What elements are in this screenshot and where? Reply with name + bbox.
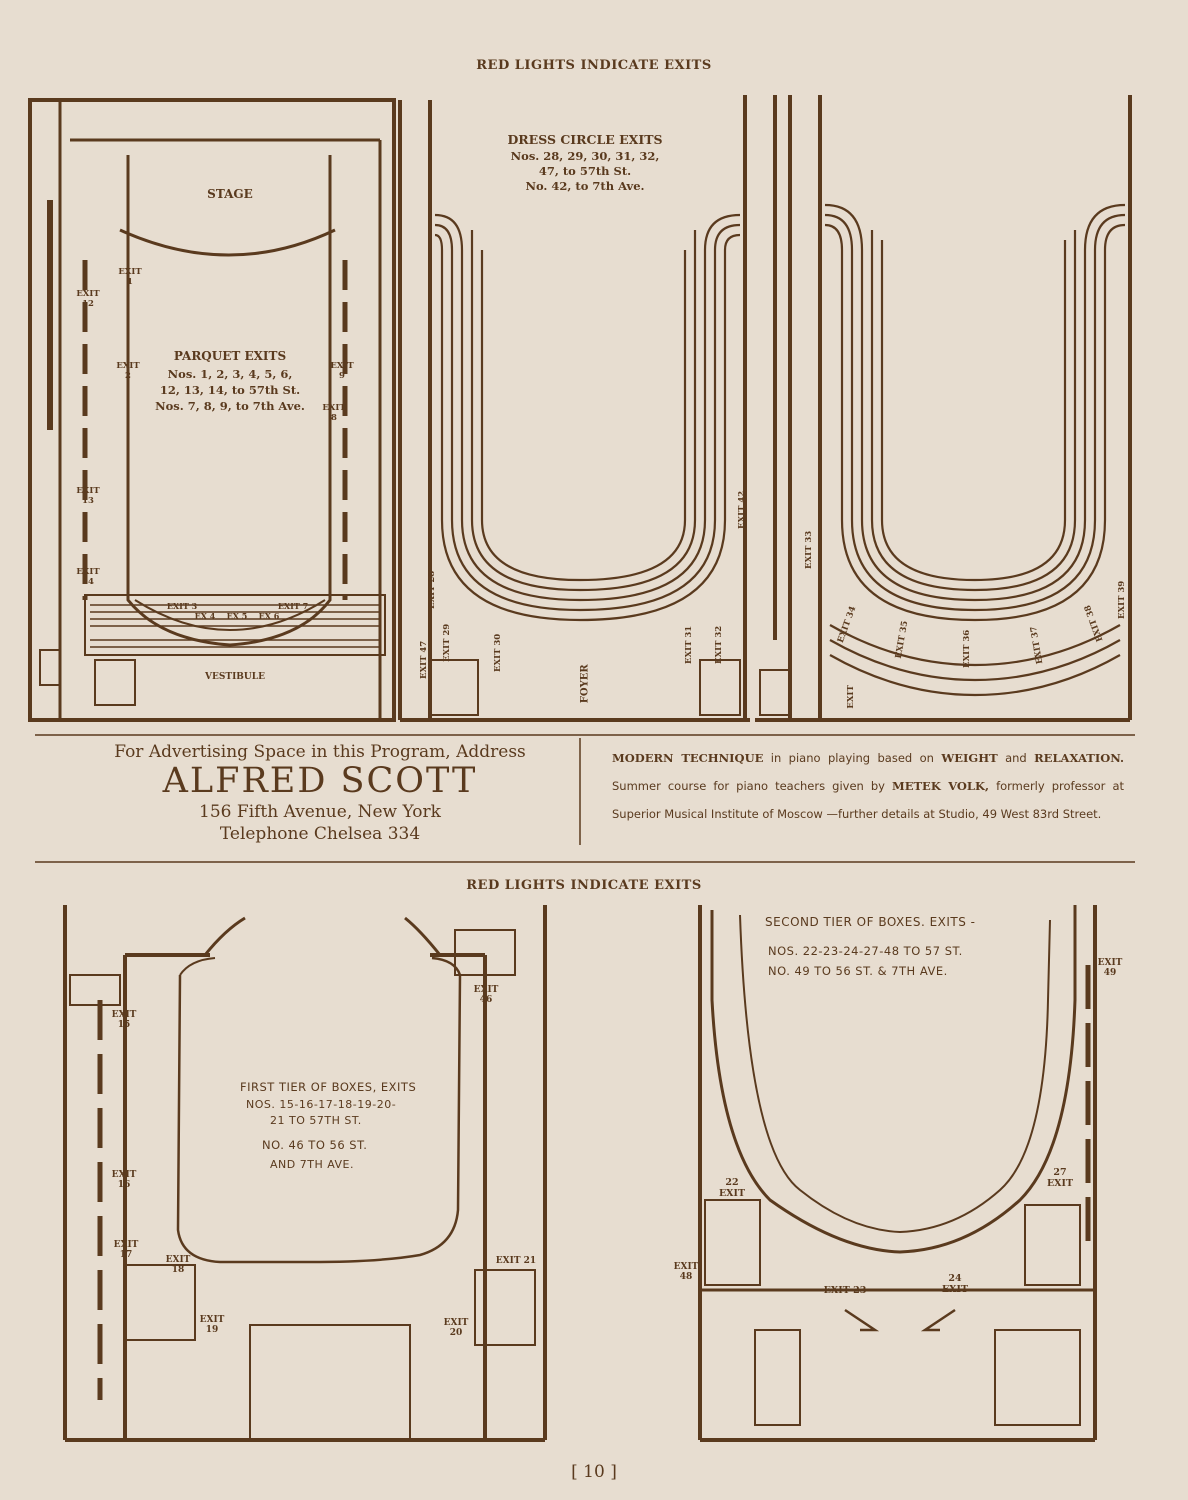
first-tier-line-3: 21 TO 57TH ST. (270, 1114, 362, 1127)
ad-text-1: in piano playing based on (763, 751, 942, 765)
exit-36-label: EXIT 36 (962, 629, 973, 668)
parquet-exits-title: PARQUET EXITS (173, 349, 287, 363)
ad-bold-1: MODERN TECHNIQUE (612, 751, 764, 765)
first-tier-line-4: NO. 46 TO 56 ST. (262, 1138, 368, 1152)
exit-18-label: EXIT 18 (165, 1255, 191, 1276)
parquet-plan-drawing (28, 98, 396, 722)
exit-46-label: EXIT 46 (473, 985, 499, 1006)
exit-23-label: EXIT 23 (823, 1285, 867, 1296)
ad-bold-4: METEK VOLK, (892, 779, 990, 793)
exit-4-label: EX 4 (194, 611, 216, 621)
first-tier-plan-drawing (63, 905, 547, 1442)
second-tier-line-1: SECOND TIER OF BOXES. EXITS - (765, 915, 976, 929)
exit-20-label: EXIT 20 (443, 1318, 469, 1339)
dress-circle-title: DRESS CIRCLE EXITS (507, 132, 663, 147)
exit-30-label: EXIT 30 (493, 633, 504, 672)
exit-19-label: EXIT 19 (199, 1315, 225, 1336)
exit-13-label: EXIT 13 (76, 486, 100, 506)
exit-12-label: EXIT 12 (76, 289, 100, 309)
exit-14-label: EXIT 14 (76, 567, 100, 587)
dress-circle-line-1: Nos. 28, 29, 30, 31, 32, (510, 149, 660, 163)
ad-text-3: Summer course for piano teachers given b… (612, 779, 892, 793)
exit-27-label: 27 EXIT (1046, 1167, 1074, 1189)
parquet-exits-line-2: 12, 13, 14, to 57th St. (159, 383, 301, 397)
exit-7-label: EXIT 7 (277, 601, 309, 611)
ad-name: ALFRED SCOTT (162, 761, 478, 801)
exit-8-label: EXIT 8 (322, 403, 346, 423)
exit-31-label: EXIT 31 (684, 625, 695, 664)
second-tier-plan-drawing (698, 905, 1097, 1442)
ad-text-2: and (997, 751, 1035, 765)
exit-28-label: EXIT 28 (427, 570, 438, 609)
first-tier-line-2: NOS. 15-16-17-18-19-20- (246, 1098, 397, 1111)
exit-48-label: EXIT 48 (673, 1262, 699, 1283)
piano-technique-ad: MODERN TECHNIQUE in piano playing based … (612, 744, 1124, 828)
exit-39-label: EXIT 39 (1117, 580, 1128, 619)
ad-line-1: For Advertising Space in this Program, A… (114, 742, 526, 762)
ad-bold-3: RELAXATION. (1034, 751, 1124, 765)
ad-bold-2: WEIGHT (941, 751, 998, 765)
exit-17-label: EXIT 17 (113, 1240, 139, 1261)
exit-22-label: 22 EXIT (718, 1177, 746, 1199)
ad-telephone: Telephone Chelsea 334 (219, 824, 421, 845)
page-number: [ 10 ] (571, 1462, 617, 1482)
ad-text-4: formerly professor at Superior Musical I… (612, 779, 1124, 821)
exit-42-label: EXIT 42 (737, 490, 748, 529)
parquet-exits-line-1: Nos. 1, 2, 3, 4, 5, 6, (167, 367, 293, 381)
exit-6-label: EX 6 (258, 611, 280, 621)
exit-24-label: 24 EXIT (941, 1273, 969, 1295)
exit-2-label: EXIT 2 (116, 361, 140, 381)
advertising-address-ad: For Advertising Space in this Program, A… (60, 742, 580, 846)
dress-circle-line-2: 47, to 57th St. (538, 164, 632, 178)
top-header: RED LIGHTS INDICATE EXITS (476, 58, 712, 73)
stage-label: STAGE (207, 187, 253, 201)
dress-circle-plan-drawing (398, 95, 777, 722)
bottom-header: RED LIGHTS INDICATE EXITS (466, 878, 702, 893)
exit-1-label: EXIT 1 (118, 267, 142, 287)
foyer-label: FOYER (579, 664, 591, 704)
ad-address: 156 Fifth Avenue, New York (199, 801, 441, 822)
exit-47-label: EXIT 47 (419, 640, 430, 679)
exit-gallery-label: EXIT (846, 685, 857, 709)
exit-33-label: EXIT 33 (804, 530, 815, 569)
exit-21-label: EXIT 21 (495, 1256, 537, 1266)
exit-16-label: EXIT 16 (111, 1170, 137, 1191)
exit-49-label: EXIT 49 (1097, 958, 1123, 979)
exit-3-label: EXIT 3 (166, 601, 198, 611)
vestibule-label: VESTIBULE (205, 672, 265, 682)
second-tier-line-2: NOS. 22-23-24-27-48 TO 57 ST. (768, 944, 963, 958)
second-tier-line-3: NO. 49 TO 56 ST. & 7TH AVE. (768, 964, 948, 978)
parquet-exits-line-3: Nos. 7, 8, 9, to 7th Ave. (155, 399, 305, 413)
exit-9-label: EXIT 9 (330, 361, 354, 381)
dress-circle-line-3: No. 42, to 7th Ave. (525, 179, 645, 193)
gallery-plan-drawing (755, 95, 1132, 722)
first-tier-line-5: AND 7TH AVE. (270, 1158, 354, 1171)
exit-32-label: EXIT 32 (714, 625, 725, 664)
first-tier-line-1: FIRST TIER OF BOXES, EXITS (240, 1080, 417, 1094)
exit-29-label: EXIT 29 (442, 623, 453, 662)
exit-15-label: EXIT 15 (111, 1010, 137, 1031)
exit-5-label: EX 5 (226, 611, 248, 621)
